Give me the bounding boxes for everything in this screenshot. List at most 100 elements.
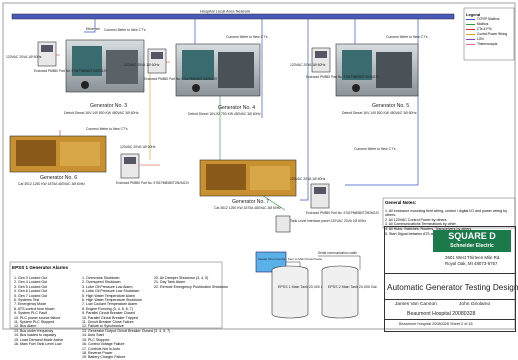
generator-6-image [9,135,107,173]
legend-title: Legend [466,12,481,17]
serial-cable-label: Serial communication cable [318,251,357,255]
tank-panel-label: Tank Level Interface panel 120VAC 20VA 1… [290,219,366,223]
generator-6-meter: Enclosed PM850 Part No. 9761PM85B0T2M2M2… [116,181,190,185]
alarm-item: 8. ATS control fuse blown [14,306,55,311]
alarm-item: 5. High Water Temperature Alarm [82,293,136,298]
alarms-column-3: 20. Air Damper Shutdown (3, 4, 5)21. Day… [154,276,228,289]
alarm-item: 11. System PLC Stopped [14,320,55,325]
alarm-item: 5. Gen 7 Locked Out [14,293,48,298]
tank-epss2 [321,265,359,319]
note-item: 2. All 120VAC Control Power by others. [385,217,448,222]
logo: SQUARE D Schneider Electric [433,230,511,252]
legend-swatch [466,29,475,30]
legend-row: Modbus [466,22,514,27]
legend-label: CTs & PTs [477,27,492,31]
alarm-item: 9. System PLC Fault [14,311,47,316]
ethernet-drop-3 [84,19,96,33]
alarm-item: 3. Gen 5 Locked Out [14,284,48,289]
alarm-item: 11. Circuit Breaker Close Failure [82,320,134,325]
generator-4-image [175,43,261,97]
tank-epss2-label: EPSS 2 Main Tank 20,000 Gal. [328,285,377,289]
alarms-title: EPSS 1 Generator Alarms [12,265,68,270]
note-item: 3. All Communications Terminations by ot… [385,222,457,227]
ethernet-drop-tank [300,19,309,201]
power-note-7: 120VAC 20VA 1Ø 60Hz [290,177,326,181]
tank-epss1-label: EPSS 1 Main Tank 20,000 Gal. [278,285,327,289]
generator-3-desc: Detroit Diesel 16V-149 800 KW 480VAC 3Ø … [64,111,139,115]
engineer-1: James Van Cannon [395,302,437,307]
alarm-item: 2. Overspeed Shutdown [82,280,121,285]
generator-4-meter: Enclosed PM850 Part No. 9761PM85B0T2M2M2… [144,77,218,81]
connect-meter-note-4: Connect Meter to New CT's [226,35,268,39]
lan-label: Hospital Local Area Network [200,9,250,14]
alarm-item: 10. Parallel Circuit Breaker Tripped [82,315,138,320]
legend-swatch [466,44,475,45]
alarm-item: 22. Remote Emergency Pushbutton Shutdown [154,284,228,289]
legend-label: TCP/IP Modbus [477,17,500,21]
notes-box [382,197,516,229]
alarms-table: EPSS 1 Generator Alarms 1. Gen 3 Locked … [12,265,228,359]
legend-row: LON [466,37,514,42]
power-note-5: 120VAC 20VA 1Ø 60Hz [290,63,326,67]
alarm-item: 1. Gen 3 Locked Out [14,276,48,280]
legend-row: Thermocouple [466,42,514,47]
alarm-item: 6. Systems Test [14,298,40,303]
note-item: 1. All enclosure mounting field wiring, … [385,208,508,218]
connect-meter-note-5: Connect Meter to New CT's [386,35,428,39]
logo-line2: Schneider Electric [450,243,494,249]
generator-6-desc: Cat 3512 1250 KW 1875A 480VAC 3Ø 60Hz [18,182,85,186]
power-note-4: 120VAC 20VA 1Ø 60Hz [124,63,160,67]
alarm-item: 6. High Water Temperature Shutdown [82,298,142,303]
drawing-title: Automatic Generator Testing Design [387,283,518,292]
legend-row: Control Power Wiring [466,32,514,37]
legend: Legend TCP/IP Modbus Modbus CTs & PTs Co… [466,12,514,47]
generator-7-desc: Cat 3512 1250 KW 1875A 480VAC 3Ø 60Hz [214,206,281,210]
alarm-item: 10. PLC power source failure [14,315,61,320]
legend-label: Thermocouple [477,42,498,46]
generator-5-image [335,43,419,97]
power-note-6: 120VAC 20VA 1Ø 60Hz [120,145,156,149]
logo-line1: SQUARE D [448,231,496,241]
tank-epss1 [271,265,309,319]
legend-swatch [466,19,475,20]
engineer-2: John Girolamo [459,302,491,307]
ethernet-label: Ethernet [86,27,100,31]
legend-row: TCP/IP Modbus [466,17,514,22]
alarm-item: 12. Bus Alarm [14,324,37,329]
generator-3-image [65,39,145,93]
alarm-item: 13. Generator Output Circuit Breaker Clo… [82,328,171,333]
drawing-frame [2,2,516,330]
address-line1: 3601 West Thirteen Mile Rd. [445,255,501,260]
generator-7-meter: Enclosed PM850 Part No. 9761PM85B0T2M2M2… [306,211,380,215]
generator-4-desc: Detroit Diesel 16V-92 750 KW 480VAC 3Ø 6… [188,112,261,116]
system-diagram: Hospital Local Area Network Ethernet [2,2,516,330]
generator-6-name: Generator No. 6 [40,175,77,181]
generator-5-meter: Enclosed PM850 Part No. 9761PM85B0T2M2M2… [306,75,380,79]
alarm-item: 13. Bus under frequency [14,328,54,333]
generator-5-desc: Detroit Diesel 16V-149 800 KW 480VAC 3Ø … [342,111,417,115]
connect-meter-note-7: Connect Meter to New CT's [354,147,396,151]
alarm-item: 4. Lube Oil Pressure Low Shutdown [82,289,140,294]
alarm-item: 1. Overcrank Shutdown [82,276,120,280]
note-item: 4. All Hubs, Switches, Routers, Transcei… [385,226,472,231]
alarm-item: 4. Gen 6 Locked Out [14,289,48,294]
legend-swatch [466,39,475,40]
alarm-item: 21. Day Tank Alarm [154,280,186,285]
title-block: SQUARE D Schneider Electric 3601 West Th… [384,226,518,332]
alarm-item: 2. Gen 4 Locked Out [14,280,48,285]
alarm-item: 7. Emergency Mode [14,302,47,307]
alarm-item: 12. Failure to Synchronize [82,324,124,329]
veeder-root-label: Veeder Root Control - Sent to Main Power… [258,257,323,261]
alarm-item: 16. Main Fuel Tank Level Low [14,342,62,347]
legend-label: Control Power Wiring [477,32,508,36]
connect-meter-note-3: Connect Meter to New CT's [104,28,146,32]
generator-5-name: Generator No. 5 [372,103,409,109]
generator-3-name: Generator No. 3 [90,103,127,109]
alarm-item: 3. Lube Oil Pressure Low Alarm [82,284,133,289]
lan-bus-bar [11,13,455,20]
alarm-item: 7. Low Coolant Temperature Alarm [82,302,138,307]
notes-title: General Notes: [385,200,417,205]
alarms-box [9,261,223,329]
generator-3-meter: Enclosed PM850 Part No. 9761PM85B0T2M2M2… [34,69,108,73]
